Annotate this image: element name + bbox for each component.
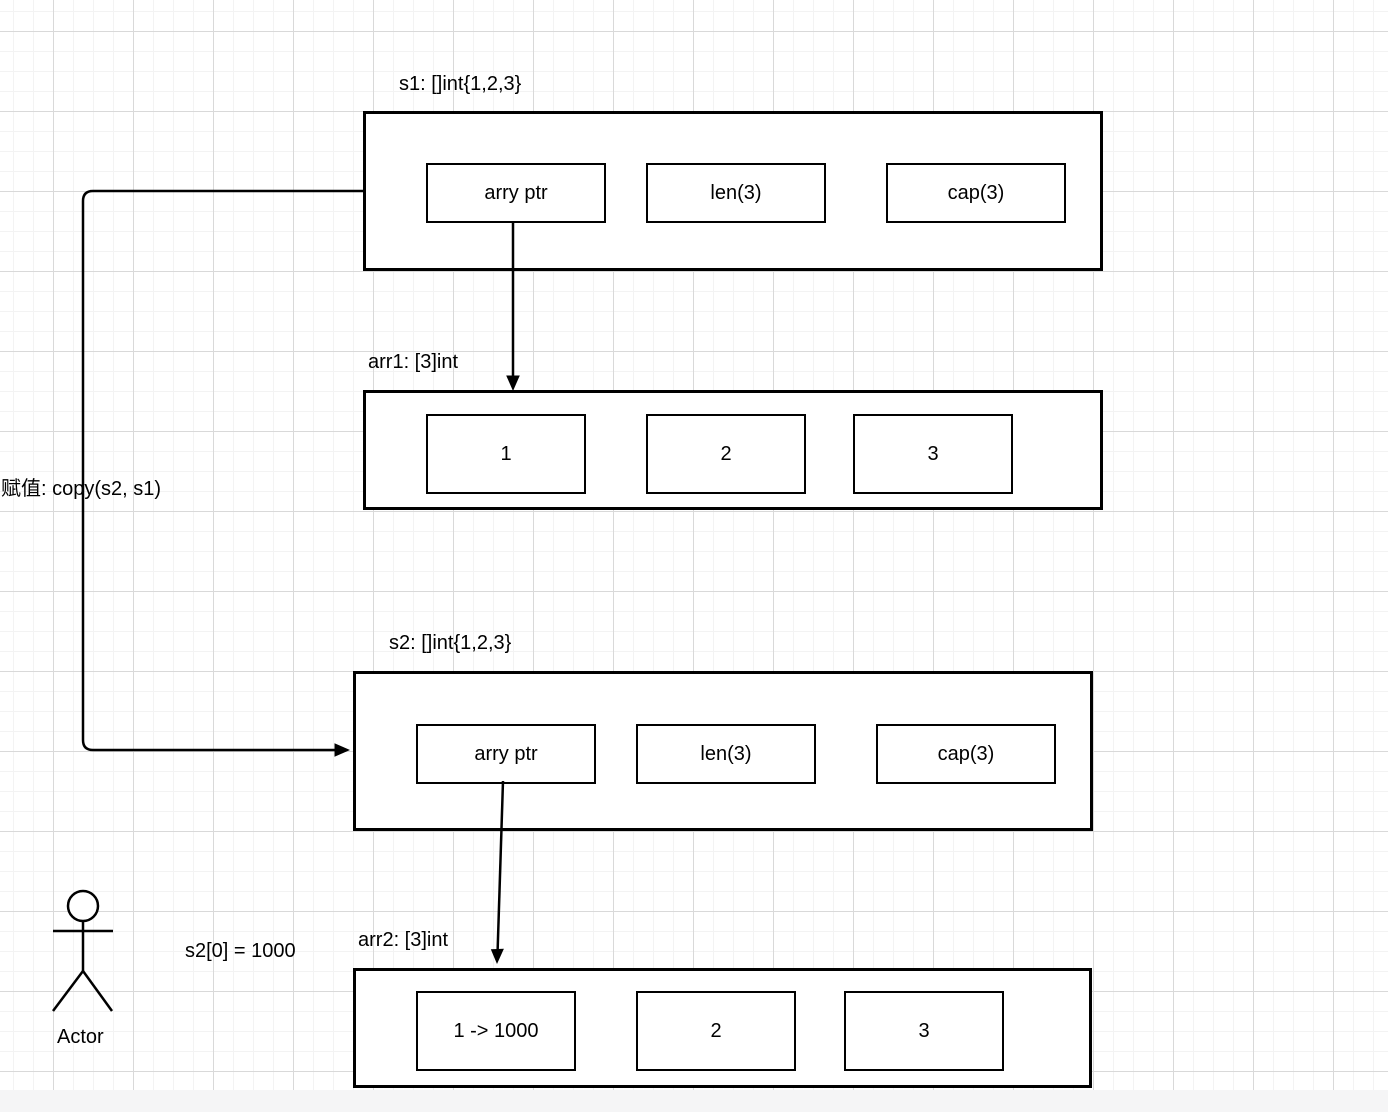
s1-label[interactable]: s1: []int{1,2,3} — [399, 73, 522, 95]
s2-len-cell[interactable]: len(3) — [636, 724, 816, 784]
s2-arry-ptr-cell[interactable]: arry ptr — [416, 724, 596, 784]
actor-label[interactable]: Actor — [57, 1026, 104, 1048]
actor-right-leg — [81, 970, 114, 1012]
arr1-label[interactable]: arr1: [3]int — [368, 351, 459, 373]
s2-struct-box[interactable]: arry ptr len(3) cap(3) — [353, 671, 1093, 831]
actor-figure[interactable] — [52, 889, 114, 1012]
arr1-cell-0[interactable]: 1 — [426, 414, 586, 494]
copy-call-label[interactable]: 赋值: copy(s2, s1) — [1, 478, 162, 500]
arr1-cell-2[interactable]: 3 — [853, 414, 1013, 494]
arr1-array-box[interactable]: 1 2 3 — [363, 390, 1103, 510]
s1-struct-box[interactable]: arry ptr len(3) cap(3) — [363, 111, 1103, 271]
copy-connector-s1-to-s2[interactable] — [81, 189, 363, 757]
arr2-cell-1[interactable]: 2 — [636, 991, 796, 1071]
actor-head — [66, 889, 100, 923]
s1-cap-cell[interactable]: cap(3) — [886, 163, 1066, 223]
canvas-bottom-margin — [0, 1090, 1388, 1112]
actor-left-leg — [52, 970, 84, 1012]
s1-arry-ptr-cell[interactable]: arry ptr — [426, 163, 606, 223]
arr2-cell-0[interactable]: 1 -> 1000 — [416, 991, 576, 1071]
s2-label[interactable]: s2: []int{1,2,3} — [389, 632, 512, 654]
s1-len-cell[interactable]: len(3) — [646, 163, 826, 223]
assignment-label[interactable]: s2[0] = 1000 — [185, 940, 296, 962]
s2-cap-cell[interactable]: cap(3) — [876, 724, 1056, 784]
arr1-cell-1[interactable]: 2 — [646, 414, 806, 494]
arr2-array-box[interactable]: 1 -> 1000 2 3 — [353, 968, 1092, 1088]
arr2-cell-2[interactable]: 3 — [844, 991, 1004, 1071]
arr2-label[interactable]: arr2: [3]int — [358, 929, 449, 951]
